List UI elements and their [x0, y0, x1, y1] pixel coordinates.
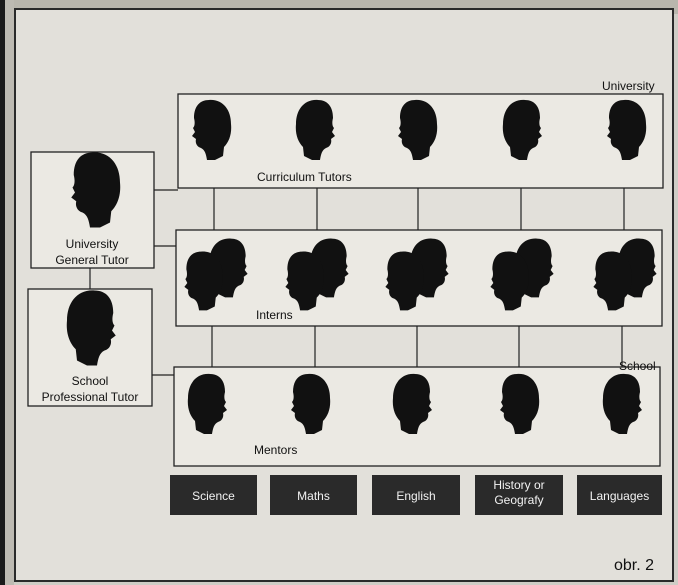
- university-general-tutor-silhouette: [71, 152, 121, 228]
- curriculum-tutor-silhouette: [398, 99, 438, 160]
- mentors-label: Mentors: [254, 443, 297, 457]
- scan-page-edge: [0, 0, 14, 585]
- subject-label: Geografy: [494, 493, 543, 507]
- curriculum-tutors-label: Curriculum Tutors: [257, 170, 352, 184]
- interns-label: Interns: [256, 308, 293, 322]
- figure-label: obr. 2: [613, 557, 654, 574]
- curriculum-tutor-silhouette: [502, 99, 542, 160]
- subject-box-languages: Languages: [577, 475, 662, 515]
- silhouettes: [66, 99, 657, 434]
- subject-box-english: English: [372, 475, 460, 515]
- subject-box-science: Science: [170, 475, 257, 515]
- school-tutor-line1: School: [72, 374, 109, 388]
- school-tutor-line2: Professional Tutor: [42, 390, 139, 404]
- mentor-silhouette: [392, 373, 432, 434]
- intern-silhouette: [593, 251, 632, 311]
- curriculum-tutor-silhouette: [192, 99, 232, 160]
- school-corner-label: School: [619, 359, 656, 373]
- intern-silhouette: [490, 251, 529, 311]
- subject-label: Languages: [590, 489, 649, 503]
- subject-label: History or: [493, 478, 544, 492]
- curriculum-tutor-silhouette: [607, 99, 647, 160]
- university-tutor-line2: General Tutor: [55, 253, 128, 267]
- intern-silhouette: [385, 251, 424, 311]
- row-connectors: [211, 188, 625, 367]
- university-tutor-line1: University: [66, 237, 119, 251]
- mentor-silhouette: [500, 373, 540, 434]
- curriculum-tutor-silhouette: [295, 99, 335, 160]
- intern-silhouette: [285, 251, 324, 311]
- subject-label: Science: [192, 489, 235, 503]
- subject-label: English: [396, 489, 435, 503]
- university-corner-label: University: [602, 79, 655, 93]
- subject-label: Maths: [297, 489, 330, 503]
- mentor-silhouette: [602, 373, 642, 434]
- school-professional-tutor-silhouette: [66, 290, 116, 366]
- mentor-silhouette: [187, 373, 227, 434]
- mentor-silhouette: [291, 373, 331, 434]
- subject-box-maths: Maths: [270, 475, 357, 515]
- intern-silhouette: [184, 251, 223, 311]
